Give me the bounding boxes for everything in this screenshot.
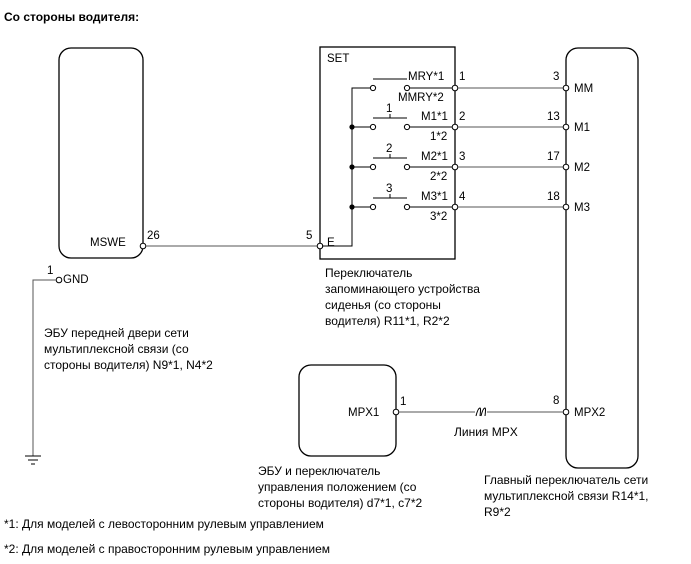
door-ecu-caption-1: ЭБУ передней двери сети [44,326,189,340]
contact-m3-alt: 3*2 [430,211,447,223]
master-pin-m3: 18 [547,191,560,203]
master-label-mm: MM [574,83,593,95]
master-pin-mpx2: 8 [553,395,559,407]
door-ecu-gnd-pin: 1 [47,265,53,277]
contact-m3-pin: 4 [459,191,466,203]
memory-switch-caption-3: сиденья (со стороны [325,298,441,312]
footnote-1: *1: Для моделей с левосторонним рулевым … [4,517,324,531]
master-label-m3: M3 [574,202,590,214]
set-label: SET [327,53,349,65]
door-ecu-caption-3: стороны водителя) N9*1, N4*2 [44,358,213,372]
memory-switch-caption-1: Переключатель [325,266,412,280]
memory-switch-e-pin: 5 [306,230,312,242]
contact-m1-pin: 2 [459,111,465,123]
memory-switch-terminal-4 [451,203,459,211]
position-ecu-caption-2: управления положением (со [258,480,417,494]
contact-mry-name: MRY*1 [408,71,444,83]
master-label-m2: M2 [574,162,590,174]
contact-m2-name: M2*1 [421,151,448,163]
contact-m3 [369,194,453,211]
diagram-heading: Со стороны водителя: [4,10,139,24]
memory-switch-e-terminal [316,242,324,250]
position-ecu-label: MPX1 [348,407,379,419]
wire-break-icon [475,407,486,417]
position-ecu-terminal [392,408,400,416]
memory-switch-terminal-2 [451,123,459,131]
memory-switch-terminal-1 [451,84,459,92]
contact-mry [369,78,453,92]
master-terminal-mm [562,84,570,92]
door-ecu-gnd-terminal [55,276,63,284]
memory-switch-caption-2: запоминающего устройства [325,282,480,296]
master-switch-caption-1: Главный переключатель сети [484,473,648,487]
door-ecu-msw-terminal [139,242,147,250]
footnote-2: *2: Для моделей с правосторонним рулевым… [4,542,330,556]
contact-m3-button: 3 [386,183,392,195]
memory-switch-e-label: E [327,237,335,249]
position-ecu-caption-1: ЭБУ и переключатель [258,464,380,478]
contact-mry-alt: MMRY*2 [398,92,444,104]
master-switch-caption-3: R9*2 [484,505,511,519]
master-switch-box [565,47,639,469]
contact-m1-button: 1 [386,103,392,115]
ground-icon [25,455,41,465]
memory-switch-caption-4: водителя) R11*1, R2*2 [325,314,450,328]
contact-m2-alt: 2*2 [430,171,447,183]
master-terminal-m2 [562,163,570,171]
contact-m2-pin: 3 [459,151,465,163]
master-terminal-m3 [562,203,570,211]
master-terminal-m1 [562,123,570,131]
master-pin-m1: 13 [547,111,560,123]
master-label-mpx2: MPX2 [574,407,605,419]
contact-m2-button: 2 [386,143,392,155]
contact-m3-name: M3*1 [421,191,448,203]
ground-wire [32,279,56,456]
position-ecu-caption-3: стороны водителя) d7*1, c7*2 [258,496,422,510]
position-ecu-pin: 1 [400,396,406,408]
master-terminal-mpx2 [562,408,570,416]
contact-m1-name: M1*1 [421,111,448,123]
master-pin-m2: 17 [547,151,560,163]
master-switch-caption-2: мультиплексной связи R14*1, [484,489,649,503]
master-label-m1: M1 [574,122,590,134]
door-ecu-box [58,47,144,259]
contact-m1-alt: 1*2 [430,131,447,143]
memory-switch-box [319,46,456,260]
door-ecu-msw-label: MSWE [90,237,126,249]
door-ecu-caption-2: мультиплексной связи (со [44,342,189,356]
contact-mry-pin: 1 [459,71,465,83]
master-pin-mm: 3 [553,71,559,83]
door-ecu-msw-pin: 26 [147,230,160,242]
contact-m2 [369,154,453,171]
door-ecu-gnd-label: GND [63,274,89,286]
contact-m1 [369,114,453,131]
memory-switch-terminal-3 [451,163,459,171]
mpx-line-label: Линия MPX [454,425,518,439]
